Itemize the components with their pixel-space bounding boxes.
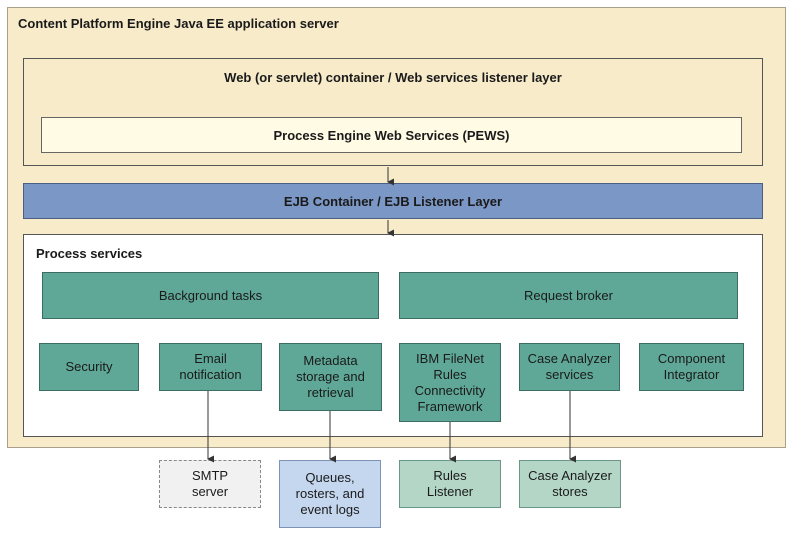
box-line: SMTP bbox=[191, 468, 229, 483]
box-line: Component bbox=[657, 351, 726, 366]
app-server-title: Content Platform Engine Java EE applicat… bbox=[18, 16, 339, 31]
box-line: Framework bbox=[417, 398, 483, 414]
box-line: Email bbox=[194, 351, 227, 366]
request-broker-box: Request broker bbox=[399, 272, 738, 319]
process-services-container bbox=[23, 234, 763, 437]
box-line: stores bbox=[552, 484, 588, 499]
box-line: Rules bbox=[433, 366, 467, 382]
box-line: Listener bbox=[426, 484, 474, 499]
box-line: rosters, and bbox=[295, 486, 365, 501]
box-line: services bbox=[545, 367, 594, 382]
box-line: Metadata bbox=[303, 353, 358, 368]
box-line: Case Analyzer bbox=[528, 468, 612, 483]
background-tasks-box: Background tasks bbox=[42, 272, 379, 319]
box-line: Connectivity bbox=[414, 382, 486, 398]
box-line: event logs bbox=[300, 502, 360, 517]
box-line: storage and bbox=[296, 369, 365, 384]
web-container-title: Web (or servlet) container / Web service… bbox=[224, 70, 562, 85]
pews-box: Process Engine Web Services (PEWS) bbox=[41, 117, 742, 153]
process-services-title: Process services bbox=[36, 246, 143, 261]
box-line: Rules bbox=[433, 468, 467, 483]
box-line: notification bbox=[179, 367, 242, 382]
security-box: Security bbox=[39, 343, 139, 391]
box-line: Queues, bbox=[305, 470, 355, 485]
box-line: Case Analyzer bbox=[527, 351, 612, 366]
ejb-layer: EJB Container / EJB Listener Layer bbox=[23, 183, 763, 219]
box-line: Integrator bbox=[663, 367, 720, 382]
box-line: retrieval bbox=[307, 385, 354, 400]
box-line: server bbox=[191, 484, 229, 499]
box-line: IBM FileNet bbox=[416, 350, 484, 366]
